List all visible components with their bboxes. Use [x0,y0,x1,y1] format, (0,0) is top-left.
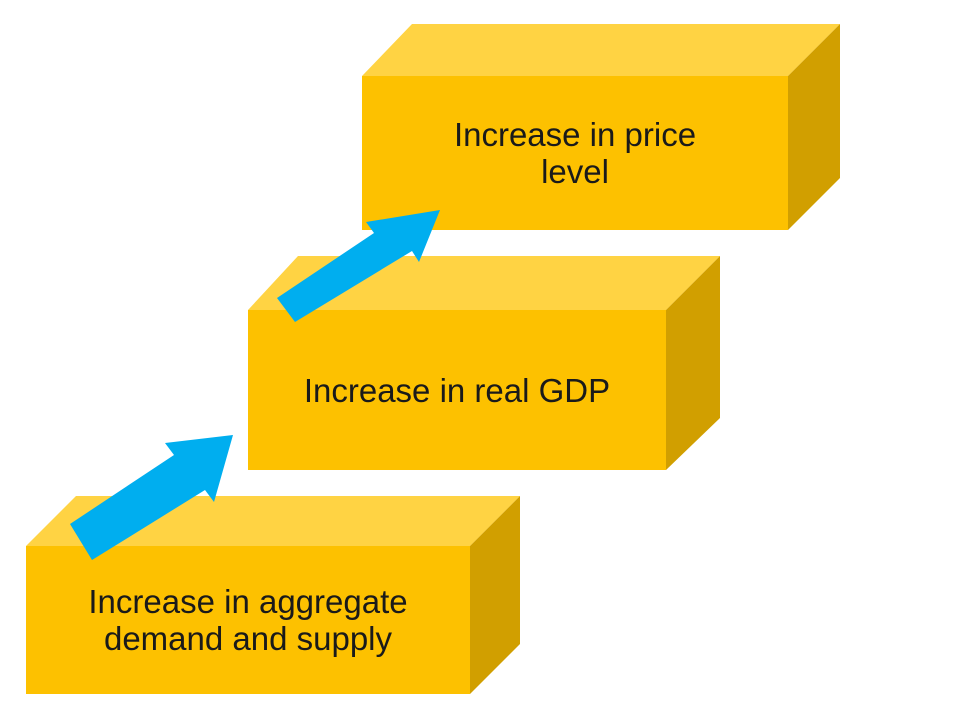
step-box-price-level [362,24,840,230]
box-side-face [470,496,520,694]
step-box-real-gdp [248,256,720,470]
step-label-aggregate-demand: Increase in aggregate demand and supply [26,546,470,694]
step-label-line: Increase in aggregate [88,583,408,620]
box-side-face [788,24,840,230]
step-label-price-level: Increase in price level [362,76,788,230]
arrow-up-right-icon [70,435,233,560]
step-label-line: Increase in price [453,116,697,153]
step-label-line: level [541,153,609,190]
step-label-real-gdp: Increase in real GDP [248,310,666,470]
box-top-face [362,24,840,76]
step-label-line: demand and supply [103,620,393,657]
box-front-face [26,546,470,694]
step-label-line: Increase in real GDP [303,371,611,409]
box-front-face [362,76,788,230]
box-side-face [666,256,720,470]
box-front-face [248,310,666,470]
arrow-up-right-icon [277,210,440,322]
